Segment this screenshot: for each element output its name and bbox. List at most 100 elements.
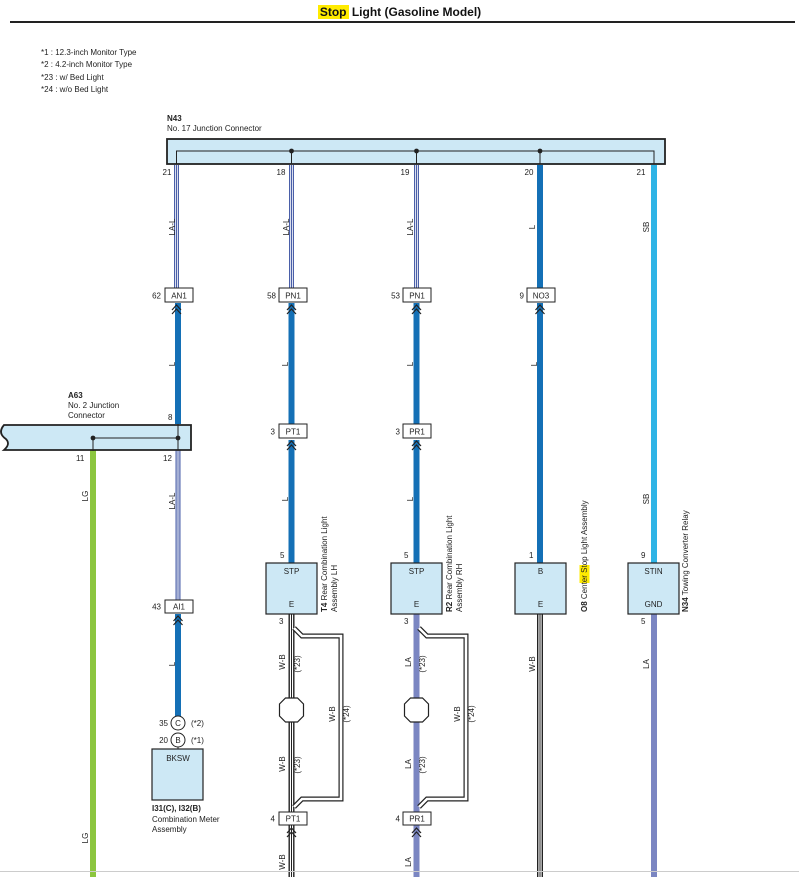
note-4: *24 : w/o Bed Light bbox=[41, 85, 109, 95]
connector-no3 bbox=[526, 287, 556, 315]
r2-term-bottom: E bbox=[414, 600, 419, 609]
meter-name-1: Combination Meter bbox=[152, 815, 220, 824]
variant-note-4: (*23) bbox=[418, 655, 427, 673]
title-rule bbox=[10, 21, 795, 23]
connector-pr1-bottom bbox=[402, 811, 432, 838]
o8-pin-top: 1 bbox=[529, 551, 534, 560]
title-rest: Light (Gasoline Model) bbox=[351, 5, 482, 19]
n43-junction-connector bbox=[166, 138, 666, 165]
wire-code-8: L bbox=[406, 361, 415, 366]
wire-code-1: LA-L bbox=[168, 218, 177, 235]
wire-t4-bypass-wb bbox=[292, 626, 344, 809]
wire-code-5: SB bbox=[642, 222, 651, 233]
wire-code-12: L bbox=[281, 496, 290, 501]
a63-junction-connector bbox=[0, 424, 192, 451]
wire-r2-bypass-wb bbox=[417, 626, 469, 809]
wire-code-7: L bbox=[281, 361, 290, 366]
wire-code-10: LG bbox=[81, 491, 90, 502]
variant-note-6: (*23) bbox=[418, 756, 427, 774]
t4-name-1: Rear Combination Light bbox=[320, 516, 329, 601]
a63-id: A63 bbox=[68, 391, 83, 400]
o8-term-bottom: E bbox=[538, 600, 543, 609]
component-o8 bbox=[514, 562, 567, 615]
meter-pin-c-num: 35 bbox=[159, 719, 168, 728]
component-r2 bbox=[390, 562, 443, 615]
wire-code-19: LA bbox=[642, 658, 651, 668]
wire-code-24: LG bbox=[81, 833, 90, 844]
an1-code: AN1 bbox=[171, 292, 187, 301]
r2-name-1: Rear Combination Light bbox=[445, 515, 454, 600]
connector-pt1-bottom bbox=[278, 811, 308, 838]
t4-name-2: Assembly LH bbox=[330, 565, 339, 612]
t4-pin-bottom: 3 bbox=[279, 617, 284, 626]
wire-code-25: W-B bbox=[278, 854, 287, 869]
wire-code-20: W-B bbox=[328, 706, 337, 721]
a63-name-2: Connector bbox=[68, 411, 105, 420]
stop-highlight bbox=[579, 565, 590, 583]
wire-code-21: W-B bbox=[453, 706, 462, 721]
note-3: *23 : w/ Bed Light bbox=[41, 72, 104, 82]
meter-id: I31(C), I32(B) bbox=[152, 804, 201, 813]
pt1-top-pin: 3 bbox=[271, 428, 276, 437]
meter-name-2: Assembly bbox=[152, 825, 187, 834]
notes-block: *1 : 12.3-inch Monitor Type *2 : 4.2-inc… bbox=[41, 47, 136, 97]
pr1-bottom-code: PR1 bbox=[409, 815, 425, 824]
a63-pin-left: 11 bbox=[76, 454, 85, 463]
connector-pn1-lh bbox=[278, 287, 308, 315]
n43-pin-a: 21 bbox=[163, 168, 172, 177]
wire-code-15: L bbox=[168, 661, 177, 666]
pt1-bottom-code: PT1 bbox=[286, 815, 301, 824]
ai1-pin: 43 bbox=[152, 603, 161, 612]
wire-code-16: W-B bbox=[278, 654, 287, 669]
connector-an1 bbox=[164, 287, 194, 315]
o8-name-hl: Stop bbox=[580, 556, 589, 573]
no3-pin: 9 bbox=[520, 292, 525, 301]
connector-pt1-top bbox=[278, 423, 308, 451]
t4-term-top: STP bbox=[284, 567, 300, 576]
t4-label: T4 Rear Combination Light Assembly LH bbox=[320, 516, 339, 612]
connector-pn1-rh bbox=[402, 287, 432, 315]
n34-name: Towing Converter Relay bbox=[681, 510, 690, 595]
component-t4 bbox=[265, 562, 318, 615]
n43-pin-b: 18 bbox=[277, 168, 286, 177]
pn1-rh-pin: 53 bbox=[391, 292, 400, 301]
svg-text:R2 Rear Combination Light: R2 Rear Combination Light bbox=[445, 515, 454, 612]
meter-term: BKSW bbox=[166, 754, 190, 763]
variant-note-3: (*23) bbox=[293, 756, 302, 774]
variant-note-2: (*24) bbox=[342, 705, 351, 723]
o8-id: O8 bbox=[580, 601, 589, 612]
wire-code-22: W-B bbox=[278, 756, 287, 771]
meter-pin-c-label: C bbox=[175, 719, 181, 728]
pr1-bottom-pin: 4 bbox=[396, 815, 401, 824]
note-1: *1 : 12.3-inch Monitor Type bbox=[41, 48, 137, 57]
wire-code-17: LA bbox=[404, 656, 413, 666]
r2-label: R2 Rear Combination Light Assembly RH bbox=[445, 515, 464, 612]
meter-pin-c-note: (*2) bbox=[191, 719, 204, 728]
n43-name: No. 17 Junction Connector bbox=[167, 124, 262, 133]
ai1-code: AI1 bbox=[173, 603, 186, 612]
n43-pin-c: 19 bbox=[401, 168, 410, 177]
n34-term-bottom: GND bbox=[645, 600, 663, 609]
component-n34 bbox=[627, 562, 680, 615]
pt1-bottom-pin: 4 bbox=[271, 815, 276, 824]
o8-name-post: Light Assembly bbox=[580, 500, 589, 556]
meter-pin-b-num: 20 bbox=[159, 736, 168, 745]
wire-code-11: LA-L bbox=[168, 492, 177, 509]
meter-pin-b-label: B bbox=[175, 736, 180, 745]
svg-text:N34 Towing Converter Relay: N34 Towing Converter Relay bbox=[681, 510, 690, 612]
wire-code-9: L bbox=[530, 361, 539, 366]
r2-term-top: STP bbox=[409, 567, 425, 576]
an1-pin: 62 bbox=[152, 292, 161, 301]
n34-term-top: STIN bbox=[644, 567, 662, 576]
a63-pin-right: 12 bbox=[163, 454, 172, 463]
meter-pin-b-note: (*1) bbox=[191, 736, 204, 745]
t4-pin-top: 5 bbox=[280, 551, 285, 560]
n34-label: N34 Towing Converter Relay bbox=[681, 510, 690, 612]
wire-code-18: W-B bbox=[528, 656, 537, 671]
svg-text:O8 Center Stop Light Assembly: O8 Center Stop Light Assembly bbox=[580, 500, 589, 612]
page-title: Stop Light (Gasoline Model) bbox=[0, 5, 799, 19]
n34-id: N34 bbox=[681, 597, 690, 612]
r2-pin-top: 5 bbox=[404, 551, 409, 560]
